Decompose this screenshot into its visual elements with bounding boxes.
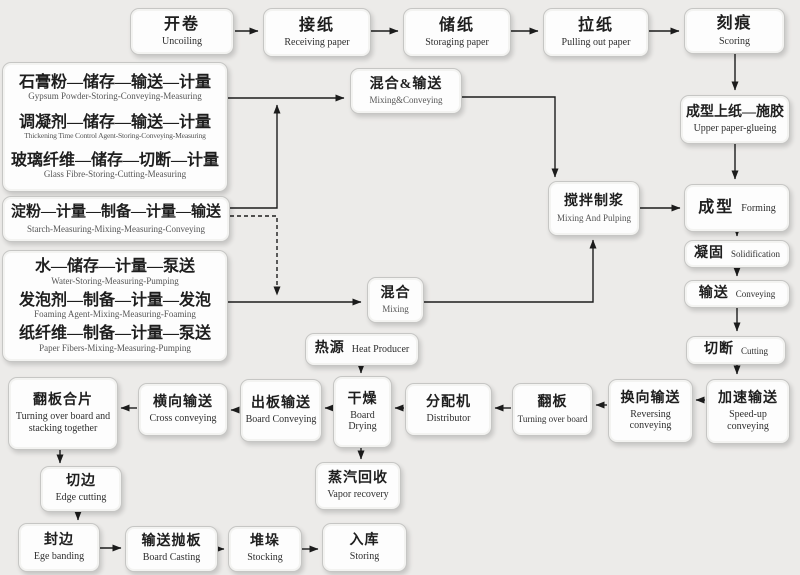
node-heat-producer: 热源 Heat Producer xyxy=(305,333,419,366)
node-uncoiling-label-en: Uncoiling xyxy=(162,36,202,48)
node-cutting: 切断 Cutting xyxy=(686,336,786,365)
node-storing: 入库 Storing xyxy=(322,523,407,572)
row-glass-fibre: 玻璃纤维—储存—切断—计量 Glass Fibre-Storing-Cuttin… xyxy=(10,151,219,180)
group-wet-materials: 水—储存—计量—泵送 Water-Storing-Measuring-Pumpi… xyxy=(2,250,228,362)
node-board-casting: 输送抛板 Board Casting xyxy=(125,526,218,572)
row-paper-fibers: 纸纤维—制备—计量—泵送 Paper Fibers-Mixing-Measuri… xyxy=(18,325,211,353)
node-turning-over-board: 翻板 Turning over board xyxy=(512,383,593,436)
node-edge-cutting: 切边 Edge cutting xyxy=(40,466,122,512)
node-edge-banding: 封边 Ege banding xyxy=(18,523,100,572)
node-conveying: 输送 Conveying xyxy=(684,280,790,308)
row-foaming-agent: 发泡剂—制备—计量—发泡 Foaming Agent-Mixing-Measur… xyxy=(18,291,211,320)
node-forming: 成型 Forming xyxy=(684,184,790,232)
node-board-conveying: 出板输送 Board Conveying xyxy=(240,379,322,442)
node-vapor-recovery: 蒸汽回收 Vapor recovery xyxy=(315,462,401,510)
group-dry-materials: 石膏粉—储存—输送—计量 Gypsum Powder-Storing-Conve… xyxy=(2,62,228,192)
node-speedup-conveying: 加速输送 Speed-up conveying xyxy=(706,379,790,444)
node-storaging-paper: 储纸 Storaging paper xyxy=(403,8,511,57)
node-scoring: 刻痕 Scoring xyxy=(684,8,785,54)
node-mixing-and-pulping: 搅拌制浆 Mixing And Pulping xyxy=(548,181,640,236)
node-upper-paper-glueing: 成型上纸—施胶 Upper paper-glueing xyxy=(680,95,790,144)
node-mixing-conveying: 混合&输送 Mixing&Conveying xyxy=(350,68,462,114)
node-mixing: 混合 Mixing xyxy=(367,277,424,323)
node-solidification: 凝固 Solidification xyxy=(684,240,790,268)
row-retarder: 调凝剂—储存—输送—计量 Thickening Time Control Age… xyxy=(18,113,211,141)
node-reversing-conveying: 换向输送 Reversing conveying xyxy=(608,379,693,443)
node-board-drying: 干燥 Board Drying xyxy=(333,376,392,448)
row-water: 水—储存—计量—泵送 Water-Storing-Measuring-Pumpi… xyxy=(34,258,195,287)
node-uncoiling-label-zh: 开卷 xyxy=(163,15,200,33)
node-receiving-paper: 接纸 Receiving paper xyxy=(263,8,371,57)
node-cross-conveying: 横向输送 Cross conveying xyxy=(138,383,228,436)
node-starch: 淀粉—计量—制备—计量—输送 Starch-Measuring-Mixing-M… xyxy=(2,196,230,242)
node-uncoiling: 开卷 Uncoiling xyxy=(130,8,234,55)
row-gypsum-powder: 石膏粉—储存—输送—计量 Gypsum Powder-Storing-Conve… xyxy=(18,73,211,102)
node-stocking: 堆垛 Stocking xyxy=(228,526,302,572)
node-pulling-out-paper: 拉纸 Pulling out paper xyxy=(543,8,649,57)
node-turnover-stacking: 翻板合片 Turning over board and stacking tog… xyxy=(8,377,118,450)
node-distributor: 分配机 Distributor xyxy=(405,383,492,436)
